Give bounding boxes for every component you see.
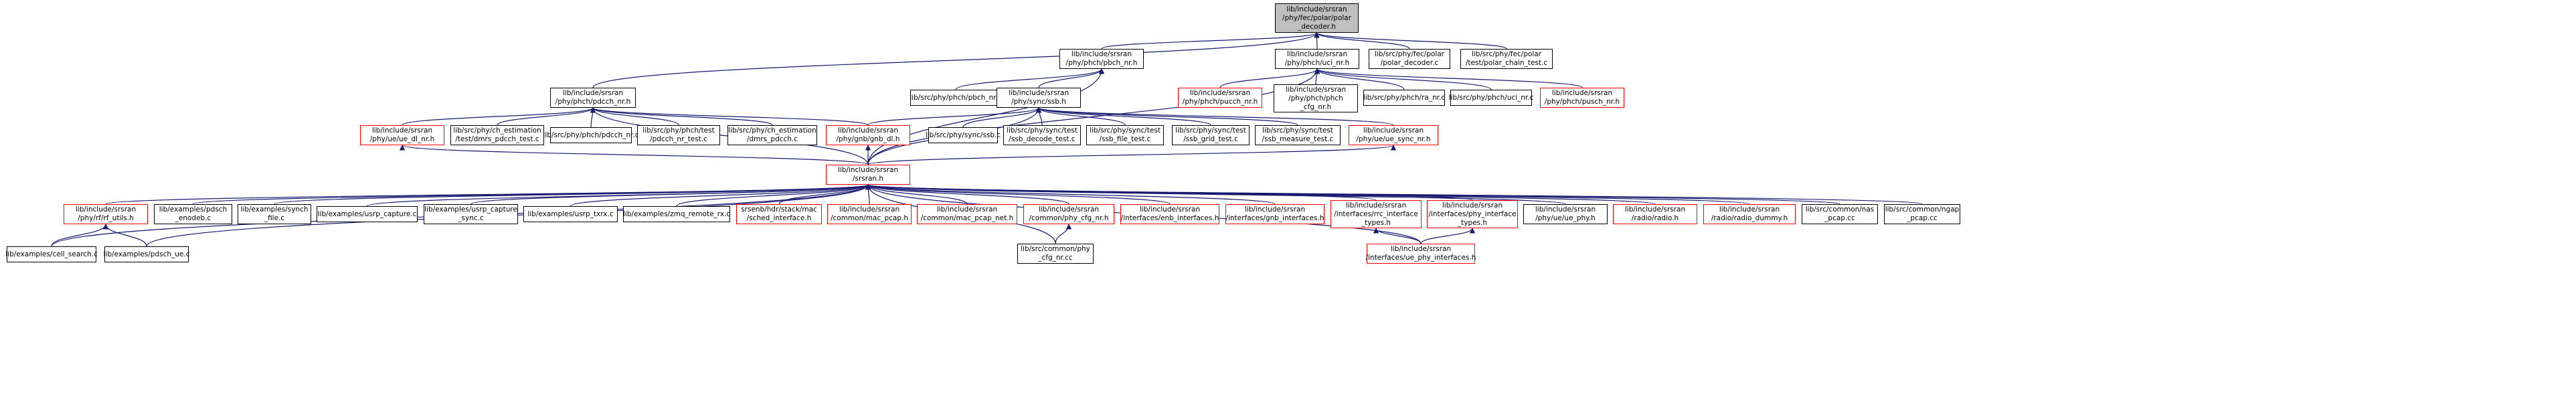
node-mac-pcap-net-h[interactable]: lib/include/srsran /common/mac_pcap_net.… [917,204,1017,224]
edge-uci-nr-c-to-uci-nr-h [1314,68,1492,90]
node-enb-interfaces-h[interactable]: lib/include/srsran /interfaces/enb_inter… [1120,204,1219,224]
node-sched-interface-h[interactable]: srsenb/hdr/stack/mac /sched_interface.h [736,204,822,224]
edge-ue-sync-nr-h-to-ssb-h [1036,107,1394,126]
node-ssb-measure-test-c[interactable]: lib/src/phy/sync/test /ssb_measure_test.… [1255,125,1341,145]
node-gnb-dl-h[interactable]: lib/include/srsran /phy/gnb/gnb_dl.h [826,125,910,145]
node-rf-utils-h[interactable]: lib/include/srsran /phy/rf/rf_utils.h [64,204,148,224]
edge-pdcch-nr-test-c-to-pdcch-nr-h [590,107,679,126]
node-rrc-interface-types-h[interactable]: lib/include/srsran /interfaces/rrc_inter… [1330,200,1422,228]
edge-pdcch-nr-c-to-pdcch-nr-h [590,107,596,128]
node-srsran-h[interactable]: lib/include/srsran /srsran.h [826,165,910,185]
edge-gnb-dl-h-to-pdcch-nr-h [590,107,869,126]
node-ue-phy-h[interactable]: lib/include/srsran /phy/ue/ue_phy.h [1523,204,1608,224]
edge-ssb-file-test-c-to-ssb-h [1035,107,1126,126]
node-ra-nr-c[interactable]: lib/src/phy/phch/ra_nr.c [1363,90,1445,106]
node-usrp-capture-c[interactable]: lib/examples/usrp_capture.c [317,206,418,222]
node-pusch-nr-h[interactable]: lib/include/srsran /phy/phch/pusch_nr.h [1540,88,1624,108]
edge-pdsch-ue-c-to-rf-utils-h [102,224,147,247]
node-polar-chain-test-c[interactable]: lib/src/phy/fec/polar /test/polar_chain_… [1460,49,1553,69]
edge-enb-interfaces-h-to-srsran-h [865,184,1171,205]
node-ssb-decode-test-c[interactable]: lib/src/phy/sync/test /ssb_decode_test.c [1003,125,1081,145]
node-ssb-c[interactable]: lib/src/phy/sync/ssb.c [926,127,1001,143]
edge-radio-dummy-h-to-srsran-h [865,184,1750,205]
node-pdcch-nr-test-c[interactable]: lib/src/phy/phch/test /pdcch_nr_test.c [637,125,720,145]
edge-gnb-interfaces-h-to-srsran-h [865,184,1276,205]
node-ssb-file-test-c[interactable]: lib/src/phy/sync/test /ssb_file_test.c [1086,125,1164,145]
node-uci-nr-h[interactable]: lib/include/srsran /phy/phch/uci_nr.h [1275,49,1359,69]
node-ue-dl-nr-h[interactable]: lib/include/srsran /phy/ue/ue_dl_nr.h [360,125,444,145]
node-phy-cfg-nr-h[interactable]: lib/include/srsran /common/phy_cfg_nr.h [1023,204,1114,224]
node-ssb-grid-test-c[interactable]: lib/src/phy/sync/test /ssb_grid_test.c [1172,125,1250,145]
edge-pbch-nr-h-to-root [1101,32,1320,50]
edge-pucch-nr-h-to-uci-nr-h [1219,68,1320,88]
edge-dmrs-pdcch-c-to-pdcch-nr-h [590,107,773,126]
node-radio-h[interactable]: lib/include/srsran /radio/radio.h [1613,204,1697,224]
node-dmrs-pdcch-test-c[interactable]: lib/src/phy/ch_estimation /test/dmrs_pdc… [450,125,544,145]
node-pdsch-enodeb-c[interactable]: lib/examples/pdsch _enodeb.c [154,204,232,224]
node-synch-file-c[interactable]: lib/examples/synch _file.c [238,204,311,224]
edge-ue-phy-interfaces-h-to-rrc-interface-types-h [1373,228,1422,244]
node-pdcch-nr-h[interactable]: lib/include/srsran /phy/phch/pdcch_nr.h [550,88,636,108]
edge-ssb-c-to-ssb-h [962,107,1042,128]
node-uci-nr-c[interactable]: lib/src/phy/phch/uci_nr.c [1449,90,1534,106]
node-ue-sync-nr-h[interactable]: lib/include/srsran /phy/ue/ue_sync_nr.h [1349,125,1438,145]
edge-ssb-grid-test-c-to-ssb-h [1035,107,1211,126]
edge-srsran-h-to-uci-nr-h [867,68,1320,165]
node-pucch-nr-h[interactable]: lib/include/srsran /phy/phch/pucch_nr.h [1178,88,1262,108]
edge-gnb-dl-h-to-ssb-h [867,107,1042,126]
node-usrp-txrx-c[interactable]: lib/examples/usrp_txrx.c [523,206,618,222]
edge-pbch-nr-c-to-pbch-nr-h [955,68,1105,90]
edge-srsran-h-to-pbch-nr-h [867,68,1105,165]
node-ngap-pcap-cc[interactable]: lib/src/common/ngap _pcap.cc [1884,204,1960,224]
node-ssb-h[interactable]: lib/include/srsran /phy/sync/ssb.h [997,88,1081,108]
edge-usrp-txrx-c-to-srsran-h [570,184,871,207]
edge-phy-cfg-nr-h-to-srsran-h [865,184,1069,205]
node-zmq-remote-rx-c[interactable]: lib/examples/zmq_remote_rx.c [623,206,730,222]
node-ue-phy-interfaces-h[interactable]: lib/include/srsran /interfaces/ue_phy_in… [1366,244,1476,264]
edge-ue-dl-nr-h-to-pdcch-nr-h [402,107,596,126]
edge-synch-file-c-to-srsran-h [274,184,871,205]
node-dmrs-pdcch-c[interactable]: lib/src/phy/ch_estimation /dmrs_pdcch.c [727,125,817,145]
node-pdcch-nr-c[interactable]: lib/src/phy/phch/pdcch_nr.c [543,127,639,143]
edge-ssb-h-to-pbch-nr-h [1038,68,1105,88]
edge-pusch-nr-h-to-uci-nr-h [1314,68,1583,88]
edge-zmq-remote-rx-c-to-srsran-h [676,184,871,207]
edge-ngap-pcap-cc-to-srsran-h [865,184,1923,205]
node-polar-decoder-c[interactable]: lib/src/phy/fec/polar /polar_decoder.c [1369,49,1450,69]
node-pdsch-ue-c[interactable]: lib/examples/pdsch_ue.c [104,246,189,262]
edge-usrp-capture-sync-c-to-srsran-h [470,184,871,205]
edge-phy-cfg-nr-cc-to-phy-cfg-nr-h [1055,224,1072,244]
edge-dmrs-pdcch-test-c-to-pdcch-nr-h [497,107,596,126]
edge-mac-pcap-net-h-to-srsran-h [865,184,968,205]
node-nas-pcap-cc[interactable]: lib/src/common/nas _pcap.cc [1802,204,1878,224]
edge-srsran-h-to-ue-sync-nr-h [867,145,1396,165]
node-gnb-interfaces-h[interactable]: lib/include/srsran /interfaces/gnb_inter… [1225,204,1324,224]
node-usrp-capture-sync-c[interactable]: lib/examples/usrp_capture _sync.c [424,204,518,224]
node-phch-cfg-nr-h[interactable]: lib/include/srsran /phy/phch/phch _cfg_n… [1274,84,1358,112]
edge-polar-decoder-c-to-root [1314,32,1410,50]
edge-cell-search-c-to-rf-utils-h [51,224,109,247]
edge-ra-nr-c-to-uci-nr-h [1314,68,1405,90]
edge-polar-chain-test-c-to-root [1314,32,1507,50]
node-phy-cfg-nr-cc[interactable]: lib/src/common/phy _cfg_nr.cc [1017,244,1094,264]
node-mac-pcap-h[interactable]: lib/include/srsran /common/mac_pcap.h [827,204,912,224]
node-pbch-nr-h[interactable]: lib/include/srsran /phy/phch/pbch_nr.h [1059,49,1144,69]
edge-srsran-h-to-ue-dl-nr-h [400,145,869,165]
node-root: lib/include/srsran /phy/fec/polar/polar … [1275,3,1359,33]
edge-pdcch-nr-h-to-root [592,32,1320,88]
node-pbch-nr-c[interactable]: lib/src/phy/phch/pbch_nr.c [910,90,1002,106]
edge-ue-phy-interfaces-h-to-phy-interface-types-h [1420,228,1476,244]
node-phy-interface-types-h[interactable]: lib/include/srsran /interfaces/phy_inter… [1427,200,1518,228]
node-radio-dummy-h[interactable]: lib/include/srsran /radio/radio_dummy.h [1703,204,1796,224]
node-cell-search-c[interactable]: lib/examples/cell_search.c [5,246,98,262]
edge-uci-nr-h-to-root [1314,32,1320,50]
edge-ssb-measure-test-c-to-ssb-h [1036,107,1298,126]
